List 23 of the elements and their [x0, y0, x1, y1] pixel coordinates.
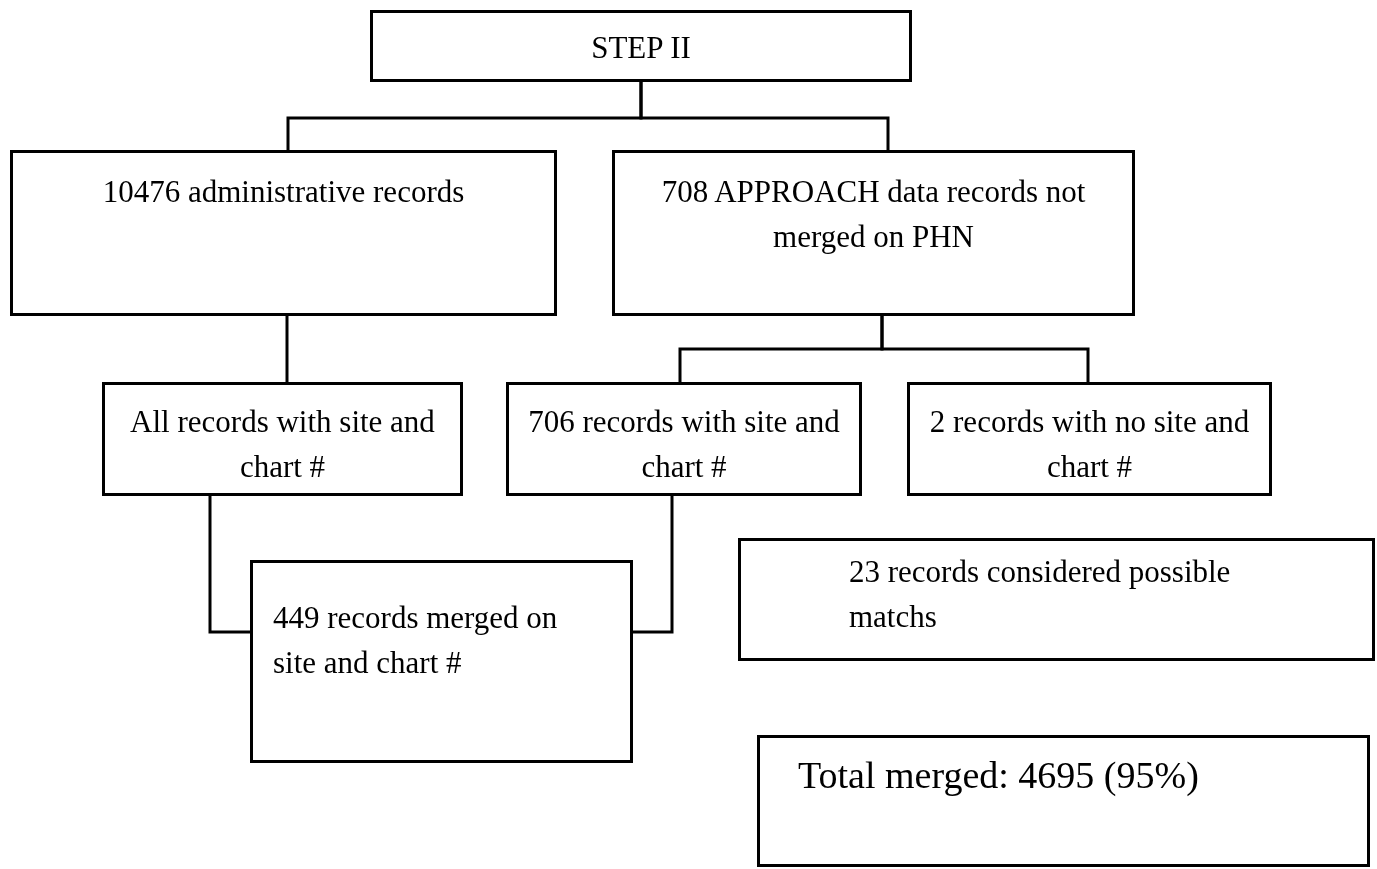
- summary-box: [757, 735, 1370, 867]
- process-box: [250, 560, 633, 763]
- box-text: STEP II: [590, 29, 692, 67]
- process-box: [10, 150, 557, 316]
- connector-line: [633, 496, 674, 634]
- box-text: 708 APPROACH data records not merged on PHN: [660, 173, 1087, 256]
- connector-line: [880, 316, 1090, 382]
- box-text: Total merged: 4695 (95%): [798, 753, 1200, 798]
- connector-line: [285, 316, 289, 382]
- box-text: 449 records merged on site and chart #: [273, 599, 559, 682]
- box-text: 23 records considered possible matchs: [849, 553, 1232, 636]
- box-text: 10476 administrative records: [101, 173, 466, 211]
- box-text: All records with site and chart #: [129, 403, 436, 486]
- process-box: [612, 150, 1135, 316]
- connector-line: [208, 496, 250, 634]
- process-box: [102, 382, 463, 496]
- process-box: [907, 382, 1272, 496]
- box-text: 2 records with no site and chart #: [928, 403, 1251, 486]
- process-box: [738, 538, 1375, 661]
- process-box: [506, 382, 862, 496]
- step-box: [370, 10, 912, 82]
- connector-line: [639, 82, 890, 150]
- box-text: 706 records with site and chart #: [527, 403, 841, 486]
